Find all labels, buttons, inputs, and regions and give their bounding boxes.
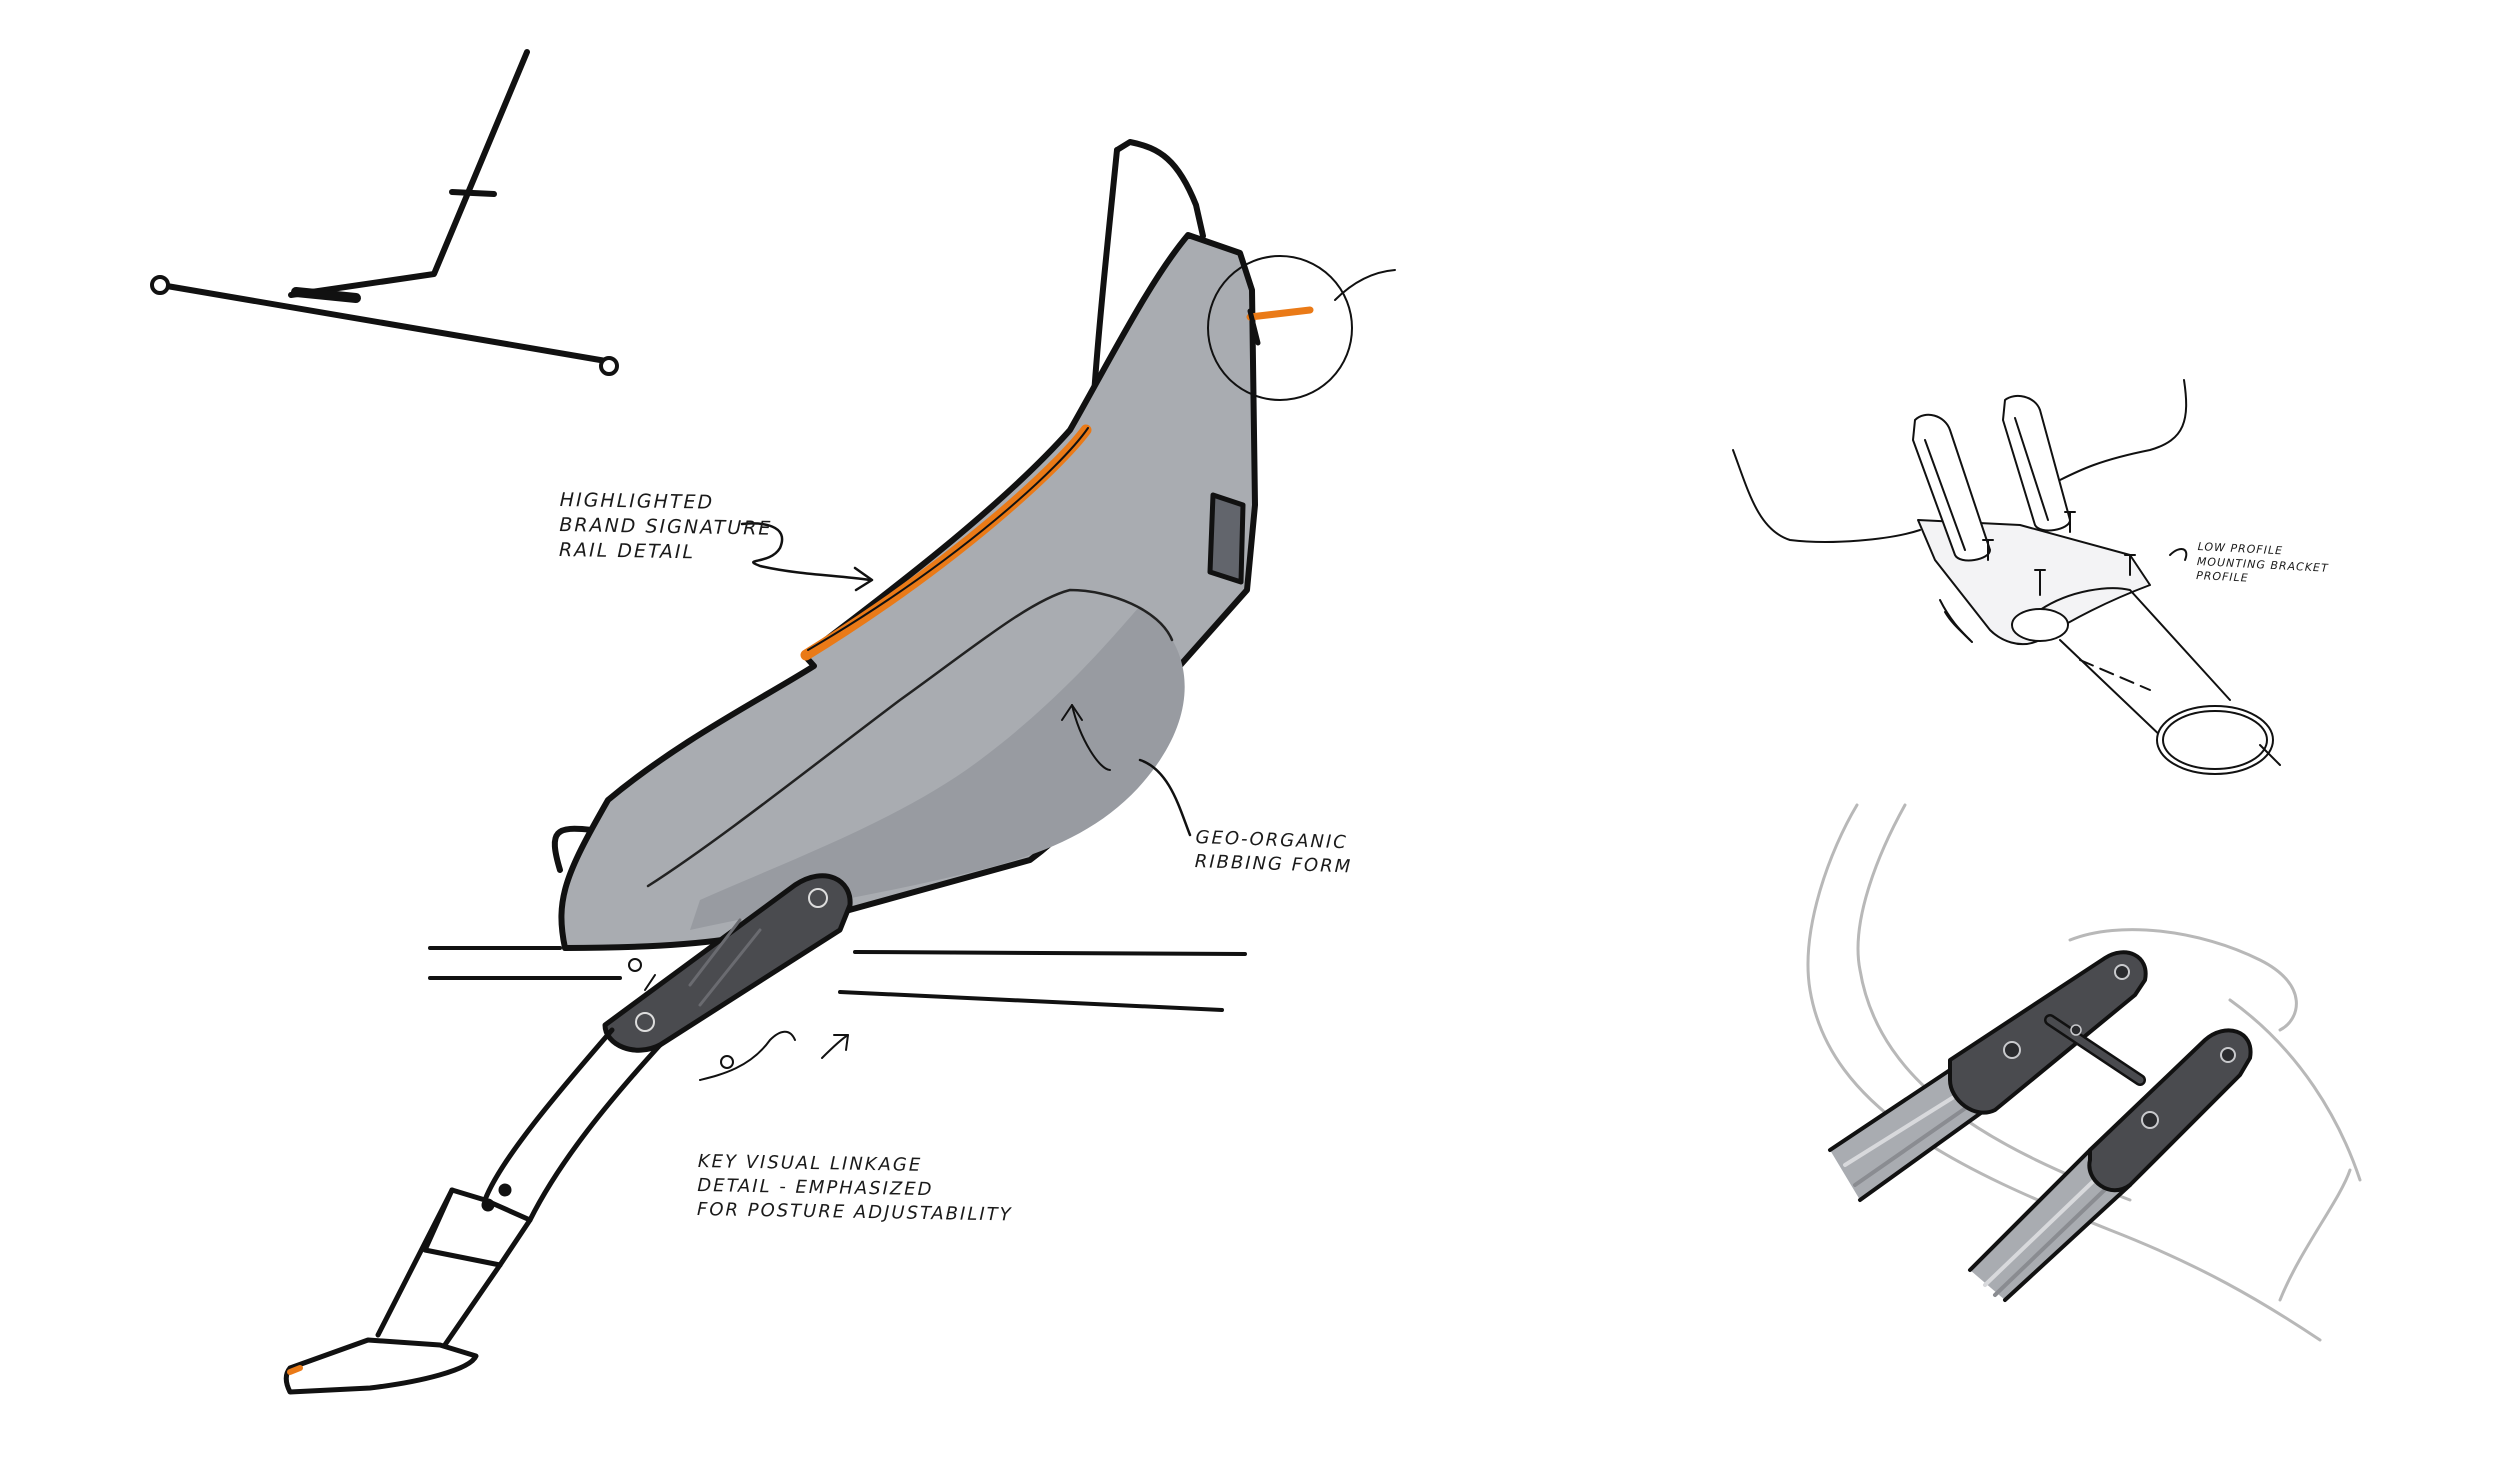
side-profile-thumbnail [150, 49, 619, 376]
leg-post [283, 1027, 663, 1395]
annotation-line: Highlighted [559, 488, 715, 514]
linkage-render-sketch [1806, 803, 2362, 1342]
motion-arrows [699, 1030, 849, 1081]
annotation-brand-rail: Highlighted Brand Signature Rail Detail [559, 488, 773, 567]
annotation-linkage-detail: Key Visual Linkage Detail - Emphasized F… [697, 1150, 1014, 1227]
annotation-mounting-bracket: Low Profile Mounting Bracket Profile [2196, 540, 2330, 590]
mounting-bracket-sketch [1732, 379, 2281, 775]
callout-arrows [740, 522, 1192, 837]
seat-shell [551, 139, 1396, 951]
annotation-line: Brand Signature [559, 514, 773, 540]
frame-rails [428, 946, 1247, 1012]
annotation-ribbing-form: Geo-Organic Ribbing Form [1194, 826, 1353, 879]
annotation-line: Rail Detail [558, 539, 696, 564]
linkage-bracket [602, 873, 853, 1053]
